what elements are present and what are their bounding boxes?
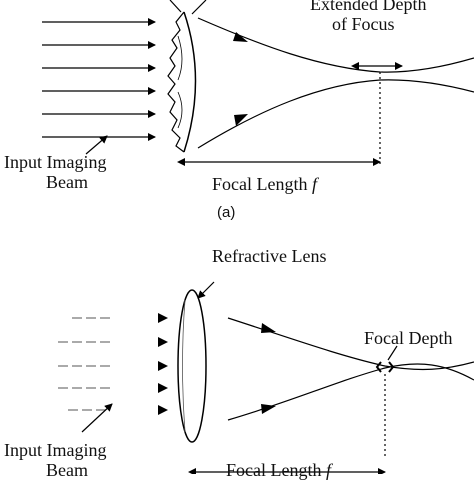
input-beam-arrows-b [58,317,112,411]
focal-length-label-a: Focal Length f [212,174,317,194]
lower-ray [197,79,474,149]
focal-length-label-b: Focal Length f [226,460,331,480]
lower-ray-b-arrowhead [261,404,276,414]
focal-symbol: f [311,174,317,194]
input-beam-label-b-line2: Beam [46,460,88,480]
top-pointer-left [169,0,182,13]
focal-depth-label: Focal Depth [364,328,453,348]
input-beam-label-a-line2: Beam [46,172,88,192]
diffractive-lens [167,11,197,153]
refractive-lens-pointer [197,281,215,299]
focal-depth-marker-left [375,361,382,373]
input-arrowheads-b [158,313,168,415]
panel-a-caption: (a) [217,204,236,221]
input-label-pointer-b [81,403,113,433]
panel-b [58,281,474,474]
refractive-lens [177,289,207,443]
upper-ray-arrowhead [233,32,248,42]
input-beam-label-b-line1: Input Imaging [4,440,107,460]
extended-depth-label-line2: of Focus [332,14,395,34]
panel-a [42,0,474,166]
extended-depth-label-line1: Extended Depth [310,0,427,14]
refractive-lens-label: Refractive Lens [212,246,327,266]
input-beam-label-a-line1: Input Imaging [4,152,107,172]
upper-ray-b-arrowhead [261,323,276,333]
focal-symbol-b: f [325,460,331,480]
focal-depth-pointer [387,345,398,361]
upper-ray [197,17,474,73]
focal-depth-marker-right [388,361,395,373]
lower-ray-arrowhead [234,114,248,126]
top-pointer-right [191,0,207,15]
input-label-pointer [85,135,108,155]
focal-length-text-b: Focal Length [226,460,322,480]
focal-length-text: Focal Length [212,174,308,194]
input-beam-arrows [42,18,156,141]
